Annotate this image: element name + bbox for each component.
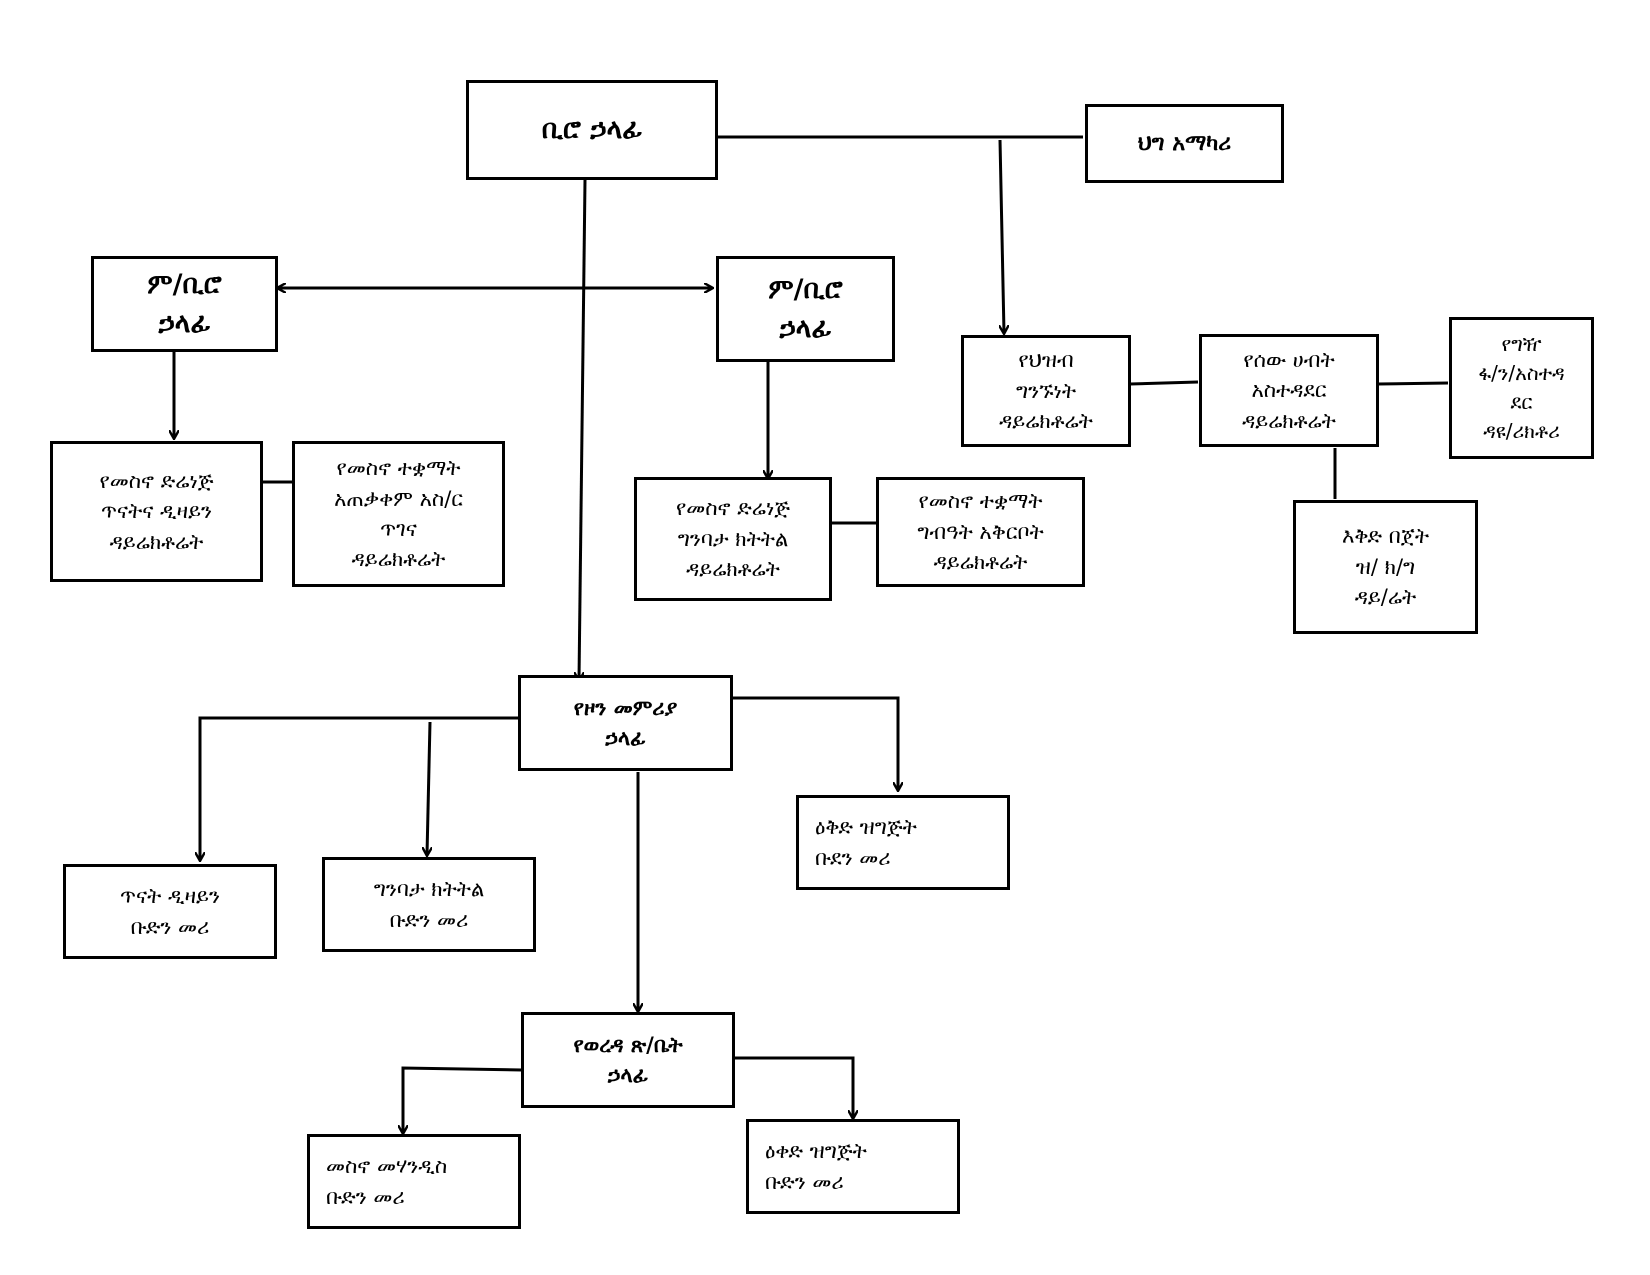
node-irrigation-delivery-line-2: ግብዓት አቅርቦት <box>917 519 1044 544</box>
connector-zone-left <box>200 716 519 860</box>
node-water-drainage-construction-line-1: የመስኖ ድሬነጅ <box>675 496 791 521</box>
node-deputy-head-right: ም/ቢሮ ኃላፊ <box>716 256 895 362</box>
node-plan-budget-line-3: ዳይ/ሬት <box>1354 585 1417 610</box>
node-woreda-office-head: የወረዳ ጽ/ቤት ኃላፊ <box>521 1012 735 1108</box>
node-zone-department-head: የዞን መምሪያ ኃላፊ <box>518 675 733 771</box>
node-plan-prep-team-zone-line-1: ዕቅድ ዝግጅት <box>815 815 917 840</box>
node-plan-prep-team-zone-line-2: ቡደን መሪ <box>815 845 891 870</box>
node-water-drainage-study: የመስኖ ድሬነጅ ጥናትና ዲዛይን ዳይሬክቶሬት <box>50 441 263 582</box>
node-water-drainage-study-line-2: ጥናትና ዲዛይን <box>100 499 213 524</box>
node-procurement-finance-line-4: ዳዩ/ሪክቶሪ <box>1483 419 1560 443</box>
node-deputy-head-right-line-1: ም/ቢሮ <box>768 273 843 305</box>
node-hr-admin-line-2: አስተዳደር <box>1251 378 1327 403</box>
node-plan-budget-line-1: እቅድ በጀት <box>1341 524 1430 549</box>
node-procurement-finance-line-1: የግዥ <box>1501 332 1542 356</box>
connector-zone-right <box>733 696 898 790</box>
node-water-drainage-construction: የመስኖ ድሬነጅ ግንባታ ክትትል ዳይሬክቶሬት <box>634 477 832 601</box>
node-public-relations-line-2: ግንኙነት <box>1015 378 1077 403</box>
connector-to-public-relations <box>998 139 1004 333</box>
node-woreda-office-head-line-2: ኃላፊ <box>607 1063 649 1087</box>
node-deputy-head-left-line-2: ኃላፊ <box>158 308 211 339</box>
node-water-drainage-construction-line-2: ግንባታ ክትትል <box>677 526 789 551</box>
node-irrigation-engineering-team-line-2: ቡድን መሪ <box>326 1184 405 1209</box>
connector-pr-hr <box>1129 380 1199 386</box>
node-water-drainage-study-line-3: ዳይሬክቶሬት <box>109 529 204 554</box>
node-public-relations-line-3: ዳይሬክቶሬት <box>999 409 1093 434</box>
node-public-relations: የህዝብ ግንኙነት ዳይሬክቶሬት <box>961 335 1131 447</box>
node-irrigation-use-support-line-4: ዳይሬክቶሬት <box>351 547 446 572</box>
node-plan-prep-team-woreda-line-2: ቡድን መሪ <box>765 1169 844 1194</box>
node-deputy-head-left-line-1: ም/ቢሮ <box>147 268 222 300</box>
connector-bureau-to-zone <box>579 179 587 680</box>
node-plan-prep-team-zone: ዕቅድ ዝግጅት ቡደን መሪ <box>796 795 1010 890</box>
node-construction-followup-team-line-2: ቡድን መሪ <box>389 907 469 932</box>
connector-hr-procurement <box>1377 381 1449 386</box>
node-irrigation-use-support: የመስኖ ተቋማት አጠቃቀም አስ/ር ጥገና ዳይሬክቶሬት <box>292 441 505 587</box>
node-plan-budget: እቅድ በጀት ዝ/ ክ/ግ ዳይ/ሬት <box>1293 500 1478 634</box>
node-deputy-head-left: ም/ቢሮ ኃላፊ <box>91 256 278 352</box>
node-irrigation-use-support-line-2: አጠቃቀም አስ/ር <box>334 486 463 511</box>
node-plan-budget-line-2: ዝ/ ክ/ግ <box>1355 554 1416 579</box>
node-study-design-team-line-1: ጥናት ዲዛይን <box>120 884 220 909</box>
node-legal-advisor: ህግ አማካሪ <box>1085 104 1284 183</box>
node-water-drainage-study-line-1: የመስኖ ድሬነጅ <box>99 468 214 493</box>
connector-zone-construction <box>427 721 430 855</box>
node-irrigation-delivery-line-1: የመስኖ ተቋማት <box>918 489 1043 514</box>
node-public-relations-line-1: የህዝብ <box>1018 348 1074 373</box>
node-irrigation-engineering-team: መስኖ መሃንዲስ ቡድን መሪ <box>307 1134 521 1229</box>
node-study-design-team: ጥናት ዲዛይን ቡድን መሪ <box>63 864 277 959</box>
node-deputy-head-right-line-2: ኃላፊ <box>779 313 832 344</box>
node-hr-admin: የሰው ሀብት አስተዳደር ዳይሬክቶሬት <box>1199 334 1379 447</box>
connector-woreda-left <box>403 1066 523 1133</box>
node-study-design-team-line-2: ቡድን መሪ <box>130 914 210 939</box>
node-construction-followup-team: ግንባታ ክትትል ቡድን መሪ <box>322 857 536 952</box>
node-irrigation-engineering-team-line-1: መስኖ መሃንዲስ <box>326 1154 448 1179</box>
node-bureau-head: ቢሮ ኃላፊ <box>466 80 718 180</box>
node-bureau-head-line-1: ቢሮ ኃላፊ <box>541 114 643 146</box>
node-construction-followup-team-line-1: ግንባታ ክትትል <box>373 877 485 902</box>
node-plan-prep-team-woreda: ዕቀድ ዝግጅት ቡድን መሪ <box>746 1119 960 1214</box>
node-water-drainage-construction-line-3: ዳይሬክቶሬት <box>686 557 780 582</box>
node-procurement-finance-line-2: ፋ/ን/አስተዳ <box>1478 361 1565 385</box>
node-procurement-finance: የግዥ ፋ/ን/አስተዳ ደር ዳዩ/ሪክቶሪ <box>1449 317 1594 459</box>
node-woreda-office-head-line-1: የወረዳ ጽ/ቤት <box>573 1032 683 1057</box>
node-hr-admin-line-3: ዳይሬክቶሬት <box>1242 408 1336 433</box>
node-irrigation-delivery-line-3: ዳይሬክቶሬት <box>933 550 1028 575</box>
node-legal-advisor-line-1: ህግ አማካሪ <box>1137 130 1232 156</box>
node-irrigation-use-support-line-3: ጥገና <box>380 517 417 541</box>
node-irrigation-delivery: የመስኖ ተቋማት ግብዓት አቅርቦት ዳይሬክቶሬት <box>876 477 1085 587</box>
node-hr-admin-line-1: የሰው ሀብት <box>1243 347 1335 372</box>
node-zone-department-head-line-2: ኃላፊ <box>605 726 646 750</box>
connector-woreda-right <box>735 1056 853 1118</box>
node-procurement-finance-line-3: ደር <box>1510 390 1533 414</box>
node-zone-department-head-line-1: የዞን መምሪያ <box>573 695 678 720</box>
node-plan-prep-team-woreda-line-1: ዕቀድ ዝግጅት <box>765 1139 867 1164</box>
node-irrigation-use-support-line-1: የመስኖ ተቋማት <box>336 456 461 481</box>
